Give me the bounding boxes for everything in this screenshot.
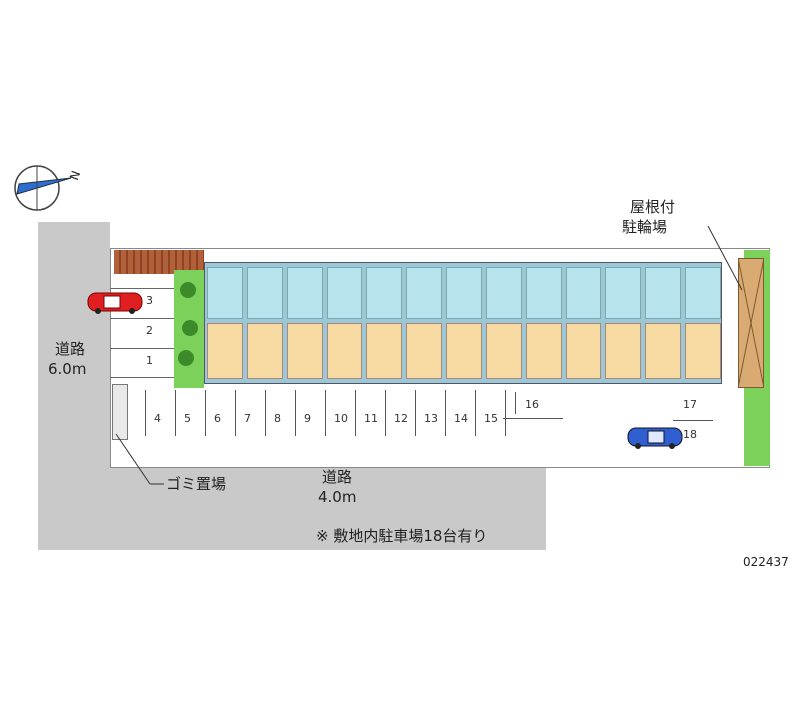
unit-lower <box>485 323 522 379</box>
unit-lower <box>645 323 682 379</box>
right-parking-area: 16 17 18 <box>515 392 715 442</box>
slot-divider <box>205 390 206 436</box>
unit-upper <box>525 267 562 319</box>
slot-divider <box>175 390 176 436</box>
unit-lower <box>246 323 283 379</box>
unit-lower <box>446 323 482 379</box>
parking-slot-15: 15 <box>484 412 498 425</box>
red-car-icon <box>87 292 143 314</box>
main-road-width: 6.0m <box>48 360 87 378</box>
slot-divider <box>475 390 476 436</box>
unit-upper <box>286 267 323 319</box>
parking-slot-3: 3 <box>146 294 153 307</box>
unit-upper <box>207 267 243 319</box>
slot-divider <box>235 390 236 436</box>
front-road <box>110 468 546 550</box>
parking-slot-5: 5 <box>184 412 191 425</box>
unit-upper <box>326 267 363 319</box>
parking-slot-12: 12 <box>394 412 408 425</box>
parking-slot-11: 11 <box>364 412 378 425</box>
unit-lower <box>366 323 403 379</box>
parking-slot-14: 14 <box>454 412 468 425</box>
bike-shelter-hatch <box>738 258 764 388</box>
slot-divider <box>145 390 146 436</box>
bike-shelter-label-2: 駐輪場 <box>622 218 668 236</box>
parking-slot-10: 10 <box>334 412 348 425</box>
slot-divider <box>355 390 356 436</box>
compass-north-label: N <box>67 169 83 182</box>
garbage-leader <box>115 433 164 485</box>
unit-lower <box>685 323 721 379</box>
unit-upper <box>446 267 482 319</box>
unit-lower <box>565 323 602 379</box>
unit-lower <box>326 323 363 379</box>
slot-divider <box>415 390 416 436</box>
slot-divider <box>385 390 386 436</box>
compass-icon: N <box>14 165 83 211</box>
unit-upper <box>485 267 522 319</box>
parking-slot-1: 1 <box>146 354 153 367</box>
unit-upper <box>406 267 443 319</box>
unit-upper <box>645 267 682 319</box>
slot-divider <box>505 390 506 436</box>
front-road-name: 道路 <box>322 468 353 486</box>
unit-upper <box>565 267 602 319</box>
unit-upper <box>366 267 403 319</box>
parking-slot-4: 4 <box>154 412 161 425</box>
parking-slot-7: 7 <box>244 412 251 425</box>
unit-upper <box>685 267 721 319</box>
unit-lower <box>286 323 323 379</box>
unit-lower <box>525 323 562 379</box>
apartment-building <box>204 262 722 384</box>
unit-upper <box>605 267 642 319</box>
unit-lower <box>605 323 642 379</box>
main-road <box>38 222 110 550</box>
road-corner <box>110 505 150 545</box>
slot-divider <box>265 390 266 436</box>
parking-slot-13: 13 <box>424 412 438 425</box>
parking-slot-18: 18 <box>683 428 697 441</box>
main-road-name: 道路 <box>55 340 86 358</box>
bottom-parking-area: 4 5 6 7 8 9 10 11 12 13 14 15 <box>145 390 506 436</box>
parking-slot-16: 16 <box>525 398 539 411</box>
slot-divider <box>295 390 296 436</box>
bike-shelter-leader <box>707 225 743 291</box>
parking-slot-2: 2 <box>146 324 153 337</box>
garbage-label: ゴミ置場 <box>166 475 227 493</box>
parking-slot-9: 9 <box>304 412 311 425</box>
parking-note: ※ 敷地内駐車場18台有り <box>316 527 488 545</box>
unit-lower <box>406 323 443 379</box>
blue-car-icon <box>627 427 683 449</box>
left-parking-area: 3 2 1 <box>110 288 174 378</box>
property-code: 022437 <box>743 555 789 569</box>
parking-slot-17: 17 <box>683 398 697 411</box>
parking-slot-6: 6 <box>214 412 221 425</box>
bike-shelter-label-1: 屋根付 <box>630 198 676 216</box>
slot-divider <box>445 390 446 436</box>
parking-slot-8: 8 <box>274 412 281 425</box>
front-road-width: 4.0m <box>318 488 357 506</box>
unit-lower <box>207 323 243 379</box>
compass: N <box>5 158 85 218</box>
unit-upper <box>246 267 283 319</box>
slot-divider <box>325 390 326 436</box>
